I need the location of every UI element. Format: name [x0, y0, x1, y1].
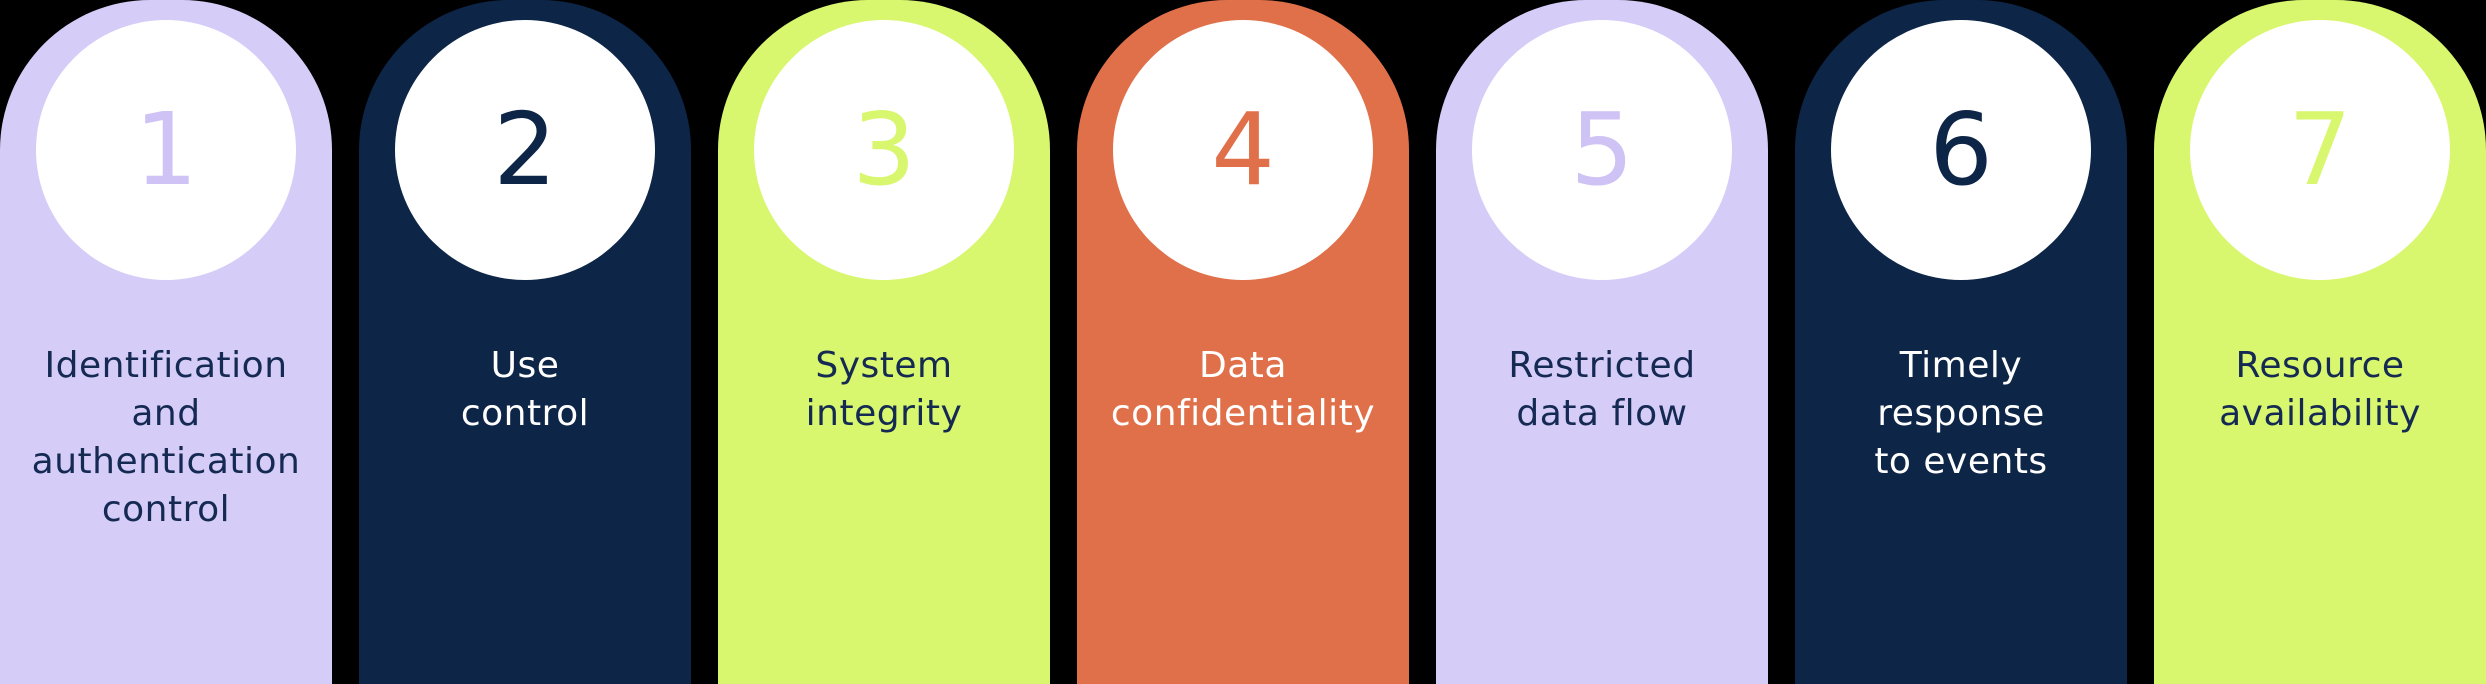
requirement-label: Data confidentiality [1110, 345, 1376, 434]
number-circle: 6 [1831, 20, 2091, 280]
requirement-card-2: 2 Use control [359, 0, 691, 684]
requirement-label: Identification and authentication contro… [31, 345, 301, 530]
step-number: 4 [1211, 91, 1275, 208]
step-number: 6 [1929, 91, 1993, 208]
requirement-card-6: 6 Timely response to events [1795, 0, 2127, 684]
step-number: 7 [2288, 91, 2352, 208]
number-circle: 4 [1113, 20, 1373, 280]
number-circle: 3 [754, 20, 1014, 280]
requirement-card-4: 4 Data confidentiality [1077, 0, 1409, 684]
step-number: 3 [852, 91, 916, 208]
step-number: 1 [134, 91, 198, 208]
step-number: 2 [493, 91, 557, 208]
requirement-label: Use control [460, 345, 590, 434]
requirement-label: Timely response to events [1874, 345, 2048, 482]
number-circle: 2 [395, 20, 655, 280]
requirement-card-3: 3 System integrity [718, 0, 1050, 684]
requirement-label: System integrity [805, 345, 963, 434]
requirement-label: Restricted data flow [1508, 345, 1696, 434]
requirement-card-7: 7 Resource availability [2154, 0, 2486, 684]
number-circle: 7 [2190, 20, 2450, 280]
requirement-card-1: 1 Identification and authentication cont… [0, 0, 332, 684]
number-circle: 1 [36, 20, 296, 280]
step-number: 5 [1570, 91, 1634, 208]
requirement-label: Resource availability [2219, 345, 2421, 434]
number-circle: 5 [1472, 20, 1732, 280]
requirement-card-5: 5 Restricted data flow [1436, 0, 1768, 684]
